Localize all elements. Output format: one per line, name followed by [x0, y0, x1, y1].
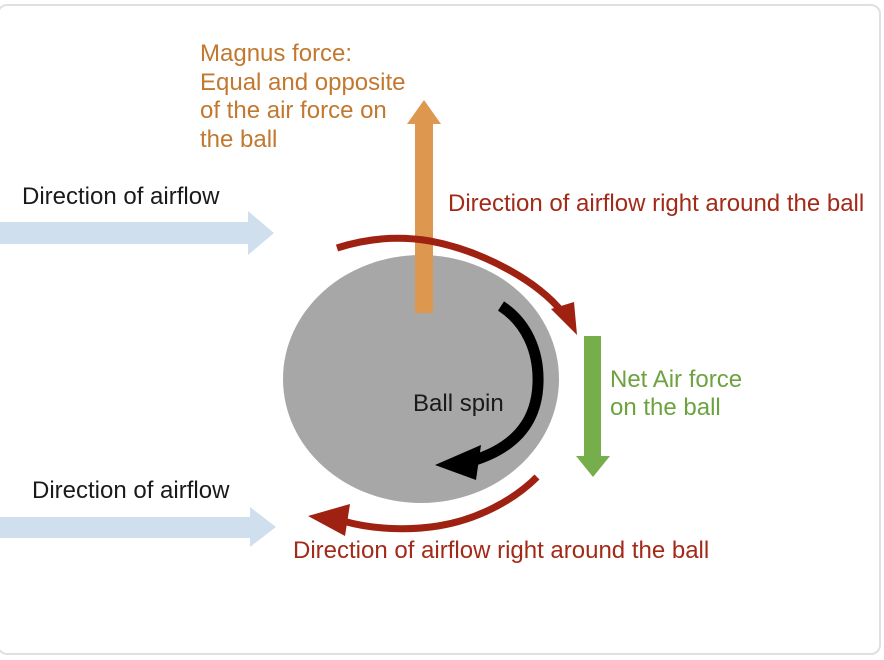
magnus-force-arrow-shaft — [415, 122, 433, 313]
magnus-force-arrowhead-icon — [407, 100, 441, 124]
ball-spin-label: Ball spin — [413, 390, 504, 417]
airflow-bottom-label: Direction of airflow — [32, 477, 230, 504]
airflow-arc-top — [335, 234, 565, 315]
airflow-top-label: Direction of airflow — [22, 183, 220, 210]
airflow-arrow-top — [0, 211, 274, 255]
airflow-arc-bottom — [342, 474, 540, 533]
ball-spin-arrowhead-icon — [435, 445, 481, 480]
ball — [283, 255, 559, 503]
magnus-force-label: Magnus force: Equal and opposite of the … — [200, 40, 406, 153]
net-air-force-arrow-shaft — [584, 336, 601, 457]
net-air-force-arrowhead-icon — [576, 456, 610, 477]
airflow-around-top-label: Direction of airflow right around the ba… — [448, 190, 865, 217]
net-air-force-label: Net Air force on the ball — [610, 366, 743, 421]
ball-spin-arrow — [470, 301, 544, 467]
airflow-arc-top-arrowhead-icon — [551, 302, 577, 335]
airflow-around-bottom-label: Direction of airflow right around the ba… — [293, 537, 710, 564]
airflow-arc-bottom-arrowhead-icon — [308, 504, 350, 536]
airflow-arrow-bottom — [0, 507, 276, 547]
